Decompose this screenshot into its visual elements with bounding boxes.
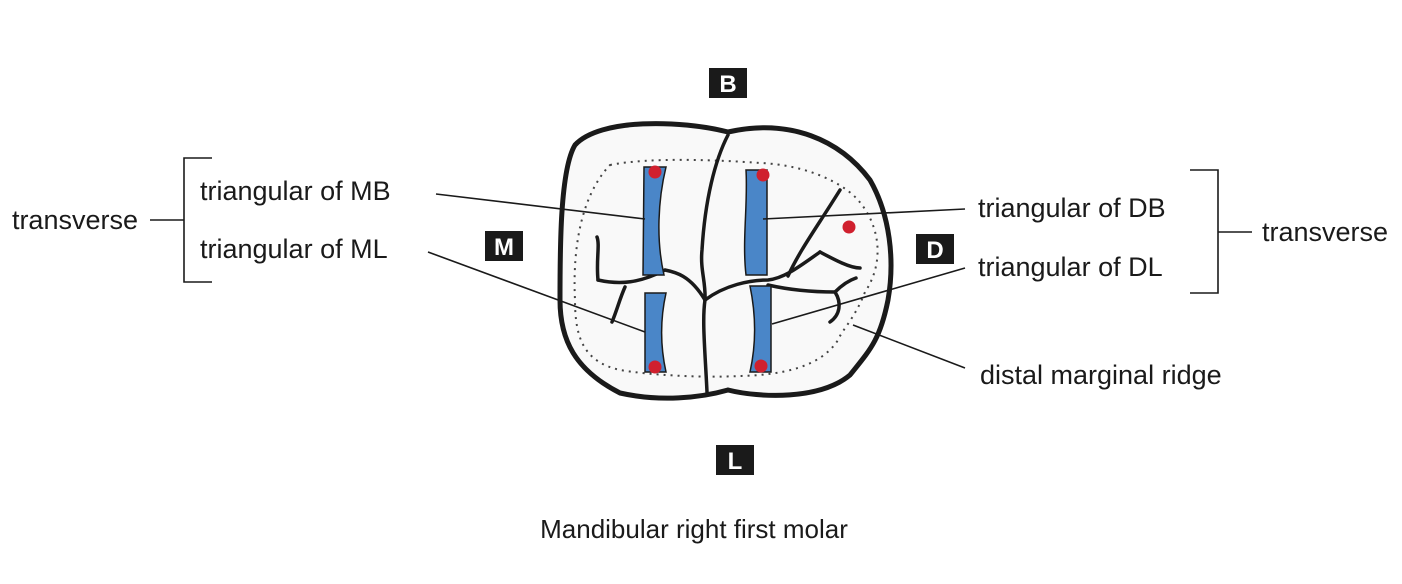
badge-distal: D xyxy=(916,234,954,264)
triangular-ridges xyxy=(642,166,772,373)
tooth-outline xyxy=(557,121,894,401)
badge-lingual: L xyxy=(716,445,754,475)
cusp-dots xyxy=(648,165,856,374)
ridge-mb xyxy=(642,166,667,276)
svg-text:D: D xyxy=(926,237,943,264)
svg-text:M: M xyxy=(494,234,514,261)
label-transverse-right: transverse xyxy=(1262,217,1388,247)
ridge-ml xyxy=(644,292,667,373)
svg-text:B: B xyxy=(719,71,736,98)
leader-lines xyxy=(150,157,1252,369)
figure-caption: Mandibular right first molar xyxy=(540,514,848,544)
svg-text:L: L xyxy=(728,448,743,475)
occlusal-outline-dotted xyxy=(573,158,879,378)
label-triangular-ml: triangular of ML xyxy=(200,234,388,264)
label-transverse-left: transverse xyxy=(12,205,138,235)
badge-mesial: M xyxy=(485,231,523,261)
label-triangular-db: triangular of DB xyxy=(978,193,1166,223)
label-triangular-mb: triangular of MB xyxy=(200,176,391,206)
label-triangular-dl: triangular of DL xyxy=(978,252,1163,282)
ridge-db xyxy=(743,169,768,276)
badge-buccal: B xyxy=(709,68,747,98)
grooves xyxy=(595,133,862,394)
label-distal-marginal-ridge: distal marginal ridge xyxy=(980,360,1222,390)
